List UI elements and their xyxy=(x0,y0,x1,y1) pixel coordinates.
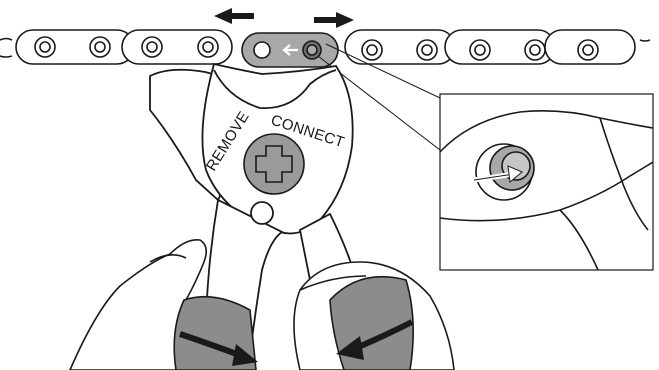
arrow-left-icon xyxy=(282,44,298,56)
arrow-right-icon xyxy=(314,12,354,28)
curved-arrow-icon xyxy=(179,331,258,366)
arrow-left-icon xyxy=(214,8,254,24)
bicycle-chain xyxy=(0,29,651,68)
chain-rollers xyxy=(34,36,599,61)
zoom-inset xyxy=(439,93,654,271)
curved-arrow-icon xyxy=(336,319,414,360)
phillips-screw-icon xyxy=(243,133,305,195)
